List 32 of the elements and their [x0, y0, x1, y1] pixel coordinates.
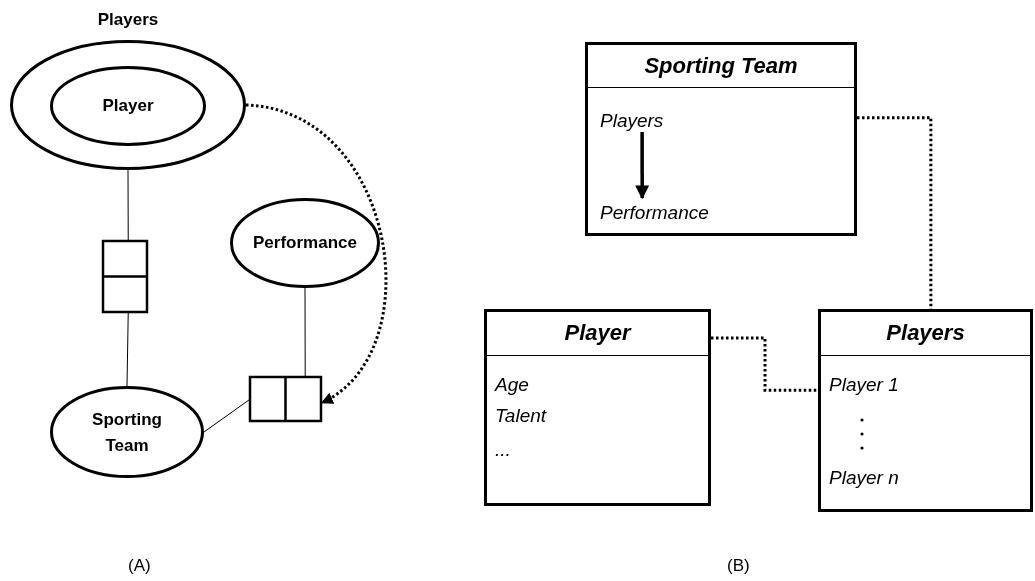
attribute-text: Players [600, 110, 664, 132]
attribute-text: ... [495, 439, 511, 461]
split-box [102, 240, 148, 313]
class-box [585, 42, 857, 236]
attribute-text: Player 1 [829, 374, 899, 396]
connector-line [203, 399, 250, 433]
split-box [249, 376, 322, 422]
entity-ellipse [230, 198, 380, 288]
entity-label: Player [101, 95, 155, 118]
connector-line [857, 116, 933, 309]
entity-ellipse [50, 66, 206, 146]
panel-label: (A) [128, 556, 151, 576]
class-title: Players [885, 320, 966, 346]
group-title: Players [96, 10, 160, 30]
connector-line [127, 169, 129, 241]
connector-line [304, 287, 306, 377]
panel-label: (B) [727, 556, 750, 576]
attribute-text: Age [495, 374, 529, 396]
class-box [818, 309, 1033, 512]
arrow [635, 132, 650, 200]
attribute-text: Talent [495, 405, 547, 427]
class-box [484, 309, 711, 506]
connector-line [126, 312, 129, 387]
attribute-text: Performance [600, 202, 709, 224]
class-title: Player [563, 320, 633, 346]
class-title: Sporting Team [643, 53, 799, 79]
attribute-text: Player n [829, 467, 899, 489]
arrow [245, 103, 388, 404]
entity-label: Sporting Team [91, 408, 163, 456]
entity-label: Performance [252, 232, 358, 255]
entity-ellipse [50, 386, 204, 478]
connector-line [711, 336, 818, 392]
